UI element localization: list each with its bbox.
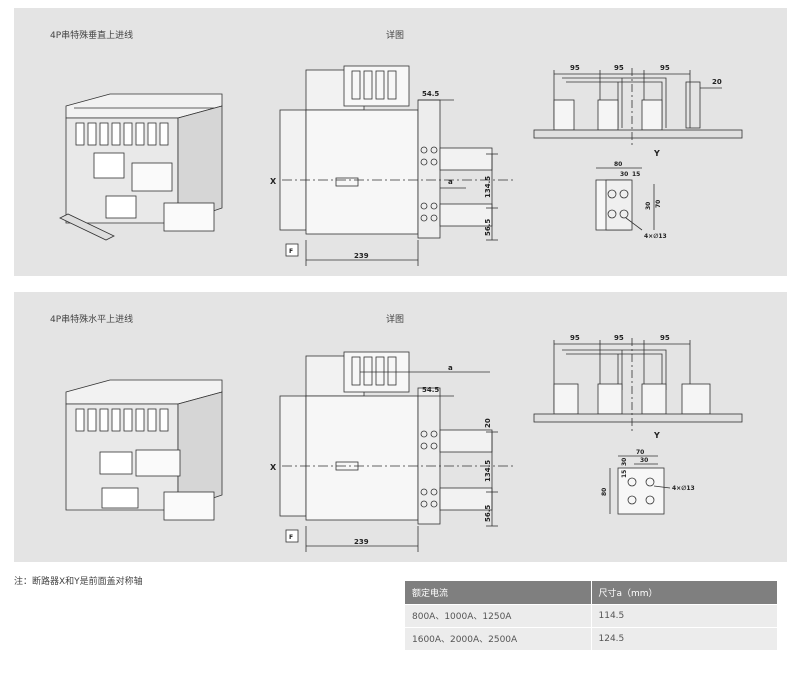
dim-134-5: 134.5 <box>484 460 492 482</box>
detail-dim-30: 30 <box>640 457 648 464</box>
drawing-panel-vertical: 4P串特殊垂直上进线 详图 <box>14 8 787 276</box>
detail-title: 详图 <box>386 315 405 325</box>
dim-a: a <box>448 364 453 372</box>
dim-54-5: 54.5 <box>422 90 439 98</box>
dim-239: 239 <box>354 538 369 546</box>
terminal-detail-drawing <box>595 167 655 231</box>
dim-56-5: 56.5 <box>484 219 492 236</box>
dim-95-b: 95 <box>614 64 624 72</box>
side-view-drawing <box>279 351 514 552</box>
dim-a: a <box>448 178 453 186</box>
dim-54-5: 54.5 <box>422 386 439 394</box>
cell-rated-current: 1600A、2000A、2500A <box>405 626 592 650</box>
drawing-panel-horizontal: 4P串特殊水平上进线 详图 <box>14 292 787 562</box>
y-axis-label: Y <box>653 431 660 440</box>
dim-95-c: 95 <box>660 334 670 342</box>
x-axis-label: X <box>270 463 277 472</box>
detail-dim-80: 80 <box>601 488 608 496</box>
detail-dim-15: 15 <box>621 470 628 478</box>
dim-95-b: 95 <box>614 334 624 342</box>
drawing-canvas: X F a 54.5 20 134.5 56.5 239 95 95 95 Y <box>65 334 743 552</box>
rated-current-dimension-table: 额定电流 尺寸a（mm） 800A、1000A、1250A 114.5 1600… <box>405 581 777 650</box>
table-row: 800A、1000A、1250A 114.5 <box>405 603 777 627</box>
side-view-drawing <box>279 65 514 266</box>
detail-dim-30-vertical: 30 <box>621 458 628 466</box>
cell-rated-current: 800A、1000A、1250A <box>405 603 592 627</box>
breaker-isometric-drawing <box>59 93 223 241</box>
dim-20: 20 <box>484 418 492 428</box>
top-view-drawing <box>533 68 743 148</box>
detail-dim-30: 30 <box>620 171 628 178</box>
detail-hole-spec: 4×∅13 <box>644 233 667 240</box>
table-row: 1600A、2000A、2500A 124.5 <box>405 626 777 650</box>
header-rated-current: 额定电流 <box>405 581 592 604</box>
detail-dim-30-vertical: 30 <box>645 202 652 210</box>
front-label: F <box>289 248 293 255</box>
detail-title: 详图 <box>386 31 405 41</box>
drawing-canvas: X F 54.5 a 134.5 56.5 239 95 95 95 20 Y <box>59 64 743 266</box>
footnote: 注：断路器X和Y是前面盖对称轴 <box>14 577 143 587</box>
dim-56-5: 56.5 <box>484 505 492 522</box>
dim-95-a: 95 <box>570 334 580 342</box>
header-dimension-a: 尺寸a（mm） <box>591 581 777 604</box>
detail-hole-spec: 4×∅13 <box>672 485 695 492</box>
front-label: F <box>289 534 293 541</box>
dim-95-c: 95 <box>660 64 670 72</box>
detail-dim-70: 70 <box>636 449 644 456</box>
table-header-row: 额定电流 尺寸a（mm） <box>405 581 777 604</box>
breaker-isometric-drawing <box>65 379 223 521</box>
top-view-drawing <box>533 338 743 432</box>
dim-239: 239 <box>354 252 369 260</box>
panel-title: 4P串特殊垂直上进线 <box>50 31 134 41</box>
detail-dim-15: 15 <box>632 171 640 178</box>
terminal-detail-drawing <box>609 455 671 515</box>
detail-dim-70: 70 <box>655 200 662 208</box>
dim-95-a: 95 <box>570 64 580 72</box>
cell-dimension-a: 114.5 <box>591 603 777 627</box>
panel-title: 4P串特殊水平上进线 <box>50 315 134 325</box>
cell-dimension-a: 124.5 <box>591 626 777 650</box>
y-axis-label: Y <box>653 149 660 158</box>
detail-dim-80: 80 <box>614 161 622 168</box>
dim-134-5: 134.5 <box>484 176 492 198</box>
dim-20: 20 <box>712 78 722 86</box>
x-axis-label: X <box>270 177 277 186</box>
